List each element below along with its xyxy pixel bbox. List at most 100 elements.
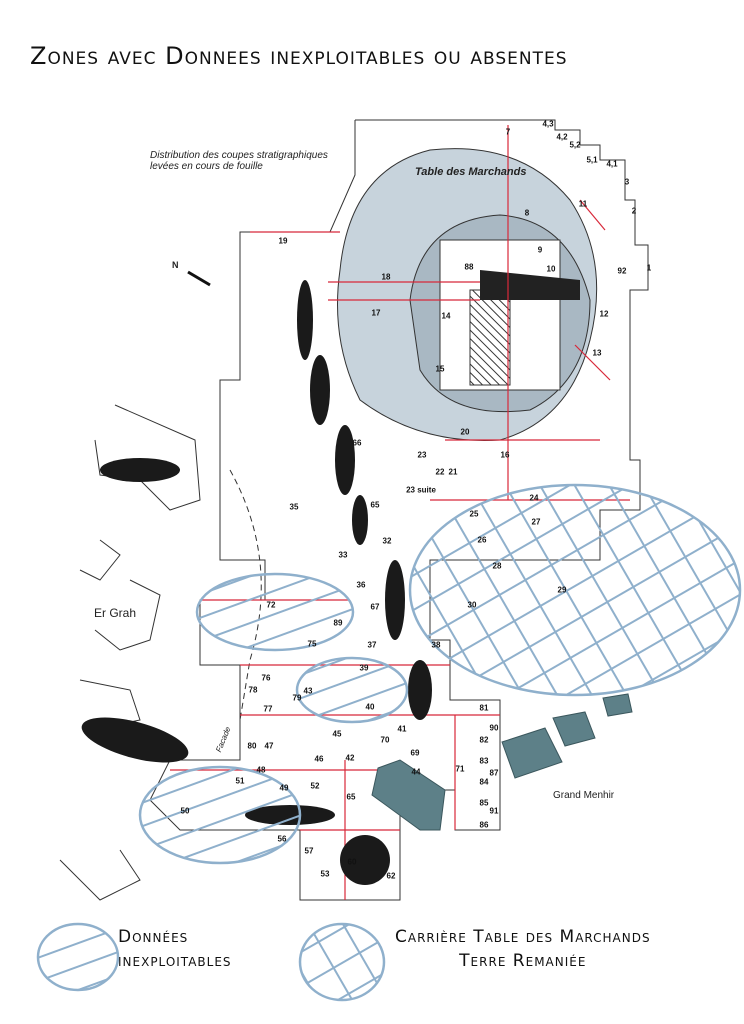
label-table-des-marchands: Table des Marchands <box>415 166 527 178</box>
section-label: 66 <box>352 438 362 448</box>
section-label: 33 <box>338 550 348 560</box>
legend-label: Terre Remaniée <box>459 951 587 971</box>
section-label: 85 <box>479 798 489 808</box>
section-label: 47 <box>264 741 274 751</box>
section-label: 90 <box>489 723 499 733</box>
section-label: 72 <box>266 600 276 610</box>
zone-inexploitable <box>138 572 409 865</box>
section-label: 46 <box>314 754 324 764</box>
section-label: 2 <box>631 206 637 216</box>
section-label: 89 <box>333 618 343 628</box>
section-label: 80 <box>247 741 257 751</box>
section-label: 16 <box>500 450 510 460</box>
section-label: 50 <box>180 806 190 816</box>
section-label: 3 <box>624 177 630 187</box>
legend-label: Données <box>118 927 189 947</box>
section-label: 12 <box>599 309 609 319</box>
section-label: 53 <box>320 869 330 879</box>
section-label: 92 <box>617 266 627 276</box>
section-label: 15 <box>435 364 445 374</box>
section-label: 44 <box>411 767 421 777</box>
section-label: 10 <box>546 264 556 274</box>
section-label: 25 <box>469 509 479 519</box>
section-label: 24 <box>529 493 539 503</box>
section-label: 49 <box>279 783 289 793</box>
caption-line-2: levées en cours de fouille <box>150 161 263 172</box>
section-label: 38 <box>431 640 441 650</box>
section-label: 32 <box>382 536 392 546</box>
grand-menhir <box>371 693 633 831</box>
section-label: 77 <box>263 704 273 714</box>
section-label: 39 <box>359 663 369 673</box>
legend-inexploitable: Données inexploitables <box>118 925 232 973</box>
section-label: 4,3 <box>542 119 554 129</box>
section-label: 43 <box>303 686 313 696</box>
section-label: 69 <box>410 748 420 758</box>
section-label: 87 <box>489 768 499 778</box>
section-label: 35 <box>289 502 299 512</box>
label-grand-menhir: Grand Menhir <box>553 790 615 801</box>
section-label: 41 <box>397 724 407 734</box>
section-label: 11 <box>578 199 588 209</box>
section-label: 4,2 <box>556 132 568 142</box>
map-title: Zones avec Donnees inexploitables ou abs… <box>30 42 568 70</box>
section-label: 67 <box>370 602 380 612</box>
section-label: 81 <box>479 703 489 713</box>
section-label: 20 <box>460 427 470 437</box>
legend-crosshatched-swatch <box>298 922 386 1002</box>
section-label: 42 <box>345 753 355 763</box>
section-label: 75 <box>307 639 317 649</box>
section-label: 60 <box>347 857 357 867</box>
section-label: 79 <box>292 693 302 703</box>
label-er-grah: Er Grah <box>94 606 137 620</box>
section-label: 65 <box>370 500 380 510</box>
section-label: 18 <box>381 272 391 282</box>
section-label: 76 <box>261 673 271 683</box>
section-label: 13 <box>592 348 602 358</box>
section-label: 78 <box>248 685 258 695</box>
label-north: N <box>172 260 179 270</box>
section-label: 52 <box>310 781 320 791</box>
section-label: 91 <box>489 806 499 816</box>
section-label: 37 <box>367 640 377 650</box>
section-label: 23 <box>417 450 427 460</box>
section-label: 51 <box>235 776 245 786</box>
section-label: 17 <box>371 308 381 318</box>
section-label: 9 <box>537 245 543 255</box>
north-arrow-icon <box>187 270 211 287</box>
section-label: 57 <box>304 846 314 856</box>
section-label: 28 <box>492 561 502 571</box>
section-label: 36 <box>356 580 366 590</box>
section-label: 62 <box>386 871 396 881</box>
section-label: 5,2 <box>569 140 581 150</box>
section-label: 22 <box>435 467 445 477</box>
caption-line-1: Distribution des coupes stratigraphiques <box>150 150 328 161</box>
caption: Distribution des coupes stratigraphiques… <box>150 150 328 172</box>
section-label: 70 <box>380 735 390 745</box>
section-label: 19 <box>278 236 288 246</box>
section-label: 71 <box>455 764 465 774</box>
legend-label: inexploitables <box>118 951 232 971</box>
section-label: 27 <box>531 517 541 527</box>
section-label: 8 <box>524 208 530 218</box>
section-label: 48 <box>256 765 266 775</box>
section-label: 88 <box>464 262 474 272</box>
section-label: 1 <box>646 263 652 273</box>
section-label: 86 <box>479 820 489 830</box>
section-label: 23 suite <box>406 485 436 495</box>
section-label: 14 <box>441 311 451 321</box>
section-label: 65 <box>346 792 356 802</box>
section-label: 30 <box>467 600 477 610</box>
section-label: 7 <box>505 127 511 137</box>
section-label: 40 <box>365 702 375 712</box>
section-label: 82 <box>479 735 489 745</box>
section-label: 29 <box>557 585 567 595</box>
legend-hatched-swatch <box>36 922 120 992</box>
section-label: 4,1 <box>606 159 618 169</box>
section-label: 83 <box>479 756 489 766</box>
section-label: 26 <box>477 535 487 545</box>
section-label: 21 <box>448 467 458 477</box>
zone-carriere <box>408 483 742 697</box>
section-label: 56 <box>277 834 287 844</box>
